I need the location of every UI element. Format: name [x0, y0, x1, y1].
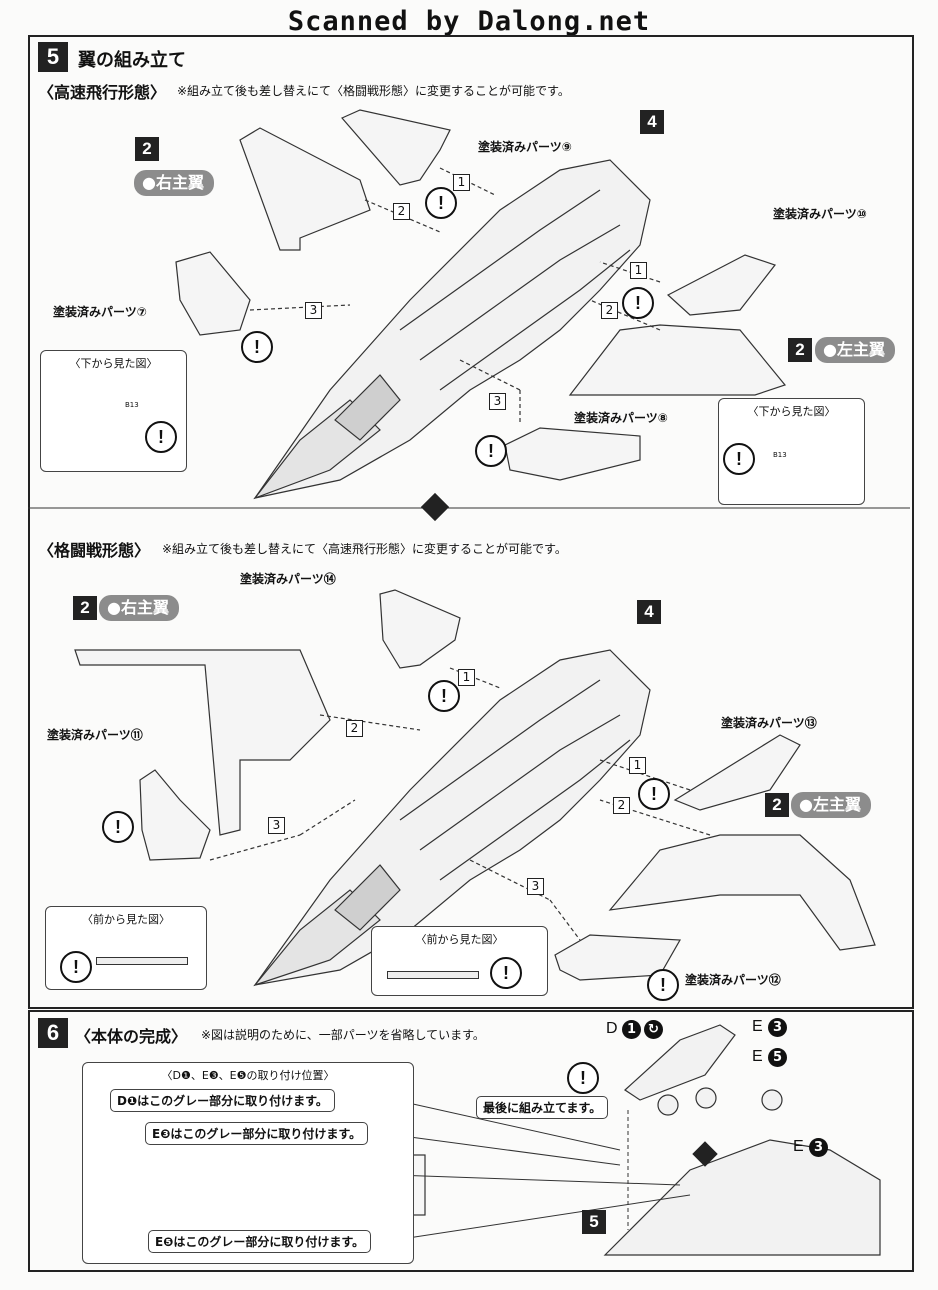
hs-right-wing-label: ●右主翼 — [134, 170, 214, 196]
hs-part8-label: 塗装済みパーツ⑧ — [574, 411, 668, 425]
df-inset-title-right: 〈前から見た図〉 — [415, 933, 504, 946]
label-e-mid: E — [752, 1048, 763, 1065]
df-inset-front-part-left — [96, 957, 188, 965]
dogfight-note: ※組み立て後も差し替えにて〈高速飛行形態〉に変更することが可能です。 — [162, 542, 567, 556]
step6-title: 〈本体の完成〉 — [75, 1027, 188, 1046]
step6-number: 6 — [38, 1018, 68, 1048]
df-left-wing-label: ●左主翼 — [791, 792, 871, 818]
df-right-wing-label: ●右主翼 — [99, 595, 179, 621]
dogfight-heading: 〈格闘戦形態〉 — [38, 541, 151, 560]
df-warning-icon-3: ! — [102, 811, 134, 843]
df-part12-label: 塗装済みパーツ⑫ — [685, 973, 781, 987]
canopy-attach-icon: ↻ — [644, 1020, 663, 1039]
df-step-3b: 3 — [527, 878, 544, 895]
hs-part9-label: 塗装済みパーツ⑨ — [478, 140, 572, 154]
pilot-figure-2 — [695, 1087, 717, 1109]
step5-frame — [28, 35, 914, 1009]
df-badge-left-wing: 2 — [765, 793, 789, 817]
upper-left-wing-drawing — [568, 254, 787, 396]
part7-drawing — [175, 251, 251, 336]
hs-inset-bottom-view-left: 〈下から見た図〉 ! B13 — [40, 350, 187, 472]
step6-badge-body: 5 — [582, 1210, 606, 1234]
df-inset-title-left: 〈前から見た図〉 — [82, 913, 170, 926]
cockpit-drawing — [603, 1139, 881, 1256]
callout-d1: D❶はこのグレー部分に取り付けます。 — [110, 1089, 335, 1112]
hs-part10-label: 塗装済みパーツ⑩ — [773, 207, 867, 221]
df-badge-right-wing: 2 — [73, 596, 97, 620]
df-part14-label: 塗装済みパーツ⑭ — [240, 572, 336, 586]
df-inset-front-part-right — [387, 971, 479, 979]
step5-title: 翼の組み立て — [78, 50, 186, 71]
part8-drawing — [504, 427, 641, 481]
upper-body-drawing — [253, 159, 651, 500]
hs-inset-bottom-view-right: 〈下から見た図〉 ! B13 — [718, 398, 865, 505]
hs-warning-icon-4: ! — [475, 435, 507, 467]
df-step-2b: 2 — [613, 797, 630, 814]
step6-note: ※図は説明のために、一部パーツを省略しています。 — [201, 1028, 485, 1042]
df-part11-label: 塗装済みパーツ⑪ — [47, 728, 143, 742]
hs-badge-left-wing: 2 — [788, 338, 812, 362]
df-step-1b: 1 — [629, 757, 646, 774]
hs-inset-title-right: 〈下から見た図〉 — [747, 405, 836, 418]
df-inset-front-view-right: 〈前から見た図〉 ! — [371, 926, 548, 996]
hs-inset-warning-icon-left: ! — [145, 421, 177, 453]
lower-left-wing-drawing — [608, 734, 876, 951]
lower-right-wing-drawing — [74, 589, 461, 836]
df-warning-icon-1: ! — [428, 680, 460, 712]
df-warning-icon-2: ! — [638, 778, 670, 810]
label-e-bottom-number: 3 — [809, 1138, 828, 1157]
label-e-top-number: 3 — [768, 1018, 787, 1037]
hs-step-2b: 2 — [601, 302, 618, 319]
hs-warning-icon-3: ! — [241, 331, 273, 363]
step5-number: 5 — [38, 42, 68, 72]
hs-step-2a: 2 — [393, 203, 410, 220]
high-speed-note: ※組み立て後も差し替えにて〈格闘戦形態〉に変更することが可能です。 — [177, 84, 570, 98]
hs-warning-icon-2: ! — [622, 287, 654, 319]
df-step-2a: 2 — [346, 720, 363, 737]
hs-badge-body: 4 — [640, 110, 664, 134]
hs-part7-label: 塗装済みパーツ⑦ — [53, 305, 147, 319]
hs-inset-warning-icon-right: ! — [723, 443, 755, 475]
df-warning-icon-4: ! — [647, 969, 679, 1001]
high-speed-heading: 〈高速飛行形態〉 — [38, 83, 167, 102]
hs-left-wing-label: ●左主翼 — [815, 337, 895, 363]
hs-inset-code-right: B13 — [773, 451, 787, 459]
df-inset-warning-icon-left: ! — [60, 951, 92, 983]
step6-frame — [28, 1010, 914, 1272]
label-d-number: 1 — [622, 1020, 641, 1039]
label-e-mid-number: 5 — [768, 1048, 787, 1067]
df-step-3a: 3 — [268, 817, 285, 834]
upper-right-wing-drawing — [239, 109, 451, 251]
canopy-drawing — [624, 1024, 736, 1101]
label-e-top: E — [752, 1018, 763, 1035]
pilot-figure-1 — [657, 1094, 679, 1116]
df-inset-front-view-left: 〈前から見た図〉 ! — [45, 906, 207, 990]
label-e-bottom: E — [793, 1138, 804, 1155]
hs-step-1a: 1 — [453, 174, 470, 191]
pilot-figure-3 — [761, 1089, 783, 1111]
df-badge-body: 4 — [637, 600, 661, 624]
label-d: D — [606, 1020, 618, 1037]
df-inset-warning-icon-right: ! — [490, 957, 522, 989]
step6-warning-icon: ! — [567, 1062, 599, 1094]
attachment-position-title: 〈D❶、E❸、E❺の取り付け位置〉 — [161, 1069, 335, 1082]
hs-badge-right-wing: 2 — [135, 137, 159, 161]
hs-inset-code-left: B13 — [125, 401, 139, 409]
callout-e3: E❸はこのグレー部分に取り付けます。 — [145, 1122, 369, 1145]
part11-drawing — [139, 769, 211, 861]
df-step-1a: 1 — [458, 669, 475, 686]
watermark: Scanned by Dalong.net — [287, 6, 651, 37]
callout-last: 最後に組み立てます。 — [476, 1096, 609, 1119]
callout-e5: E❺はこのグレー部分に取り付けます。 — [148, 1230, 372, 1253]
hs-warning-icon-1: ! — [425, 187, 457, 219]
hs-inset-title-left: 〈下から見た図〉 — [69, 357, 158, 370]
hs-step-3a: 3 — [305, 302, 322, 319]
hs-step-3b: 3 — [489, 393, 506, 410]
df-part13-label: 塗装済みパーツ⑬ — [721, 716, 817, 730]
lower-body-drawing — [253, 649, 651, 987]
hs-step-1b: 1 — [630, 262, 647, 279]
